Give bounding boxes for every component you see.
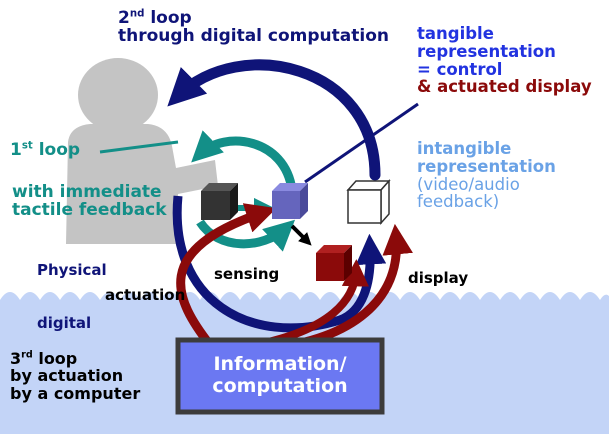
loop3-loop-word: loop — [38, 349, 78, 368]
sensing-label: sensing — [214, 265, 280, 283]
digital-label: digital — [37, 314, 92, 332]
loop3-label: 3rd loop by actuation by a computer — [10, 349, 141, 403]
actuation-arrow — [176, 203, 277, 348]
info-box-text: Information/ computation — [178, 340, 382, 412]
person-silhouette-icon — [66, 58, 218, 244]
tangible-line3: = control — [417, 59, 503, 79]
tangible-line2: representation — [417, 41, 556, 61]
immediate-label: with immediate tactile feedback — [12, 183, 167, 220]
loop3-line2: by actuation — [10, 366, 124, 386]
immediate-line2: tactile feedback — [12, 200, 167, 221]
physical-label: Physical — [37, 261, 107, 279]
tangible-line4: & actuated display — [417, 77, 592, 97]
loop1-pointer-line — [99, 140, 179, 154]
immediate-line1: with immediate — [12, 182, 162, 202]
loop1-upper-arrow — [191, 130, 297, 191]
info-line2: computation — [212, 375, 348, 397]
loop1-lower-arrow — [196, 219, 296, 252]
loop3-sup: rd — [21, 349, 33, 361]
purple-cube-icon — [272, 183, 308, 219]
loop2-label: 2nd loop through digital computation — [118, 8, 389, 47]
loop1-sup: st — [21, 140, 33, 152]
black-cube-icon — [201, 183, 238, 220]
display-label: display — [408, 269, 469, 287]
white-cube-icon — [346, 179, 391, 225]
loop1-label: 1st loop — [10, 140, 81, 160]
actuation-label: actuation — [105, 286, 186, 304]
intangible-label: intangible representation (video/audio f… — [417, 140, 556, 211]
loop3-line3: by a computer — [10, 383, 141, 403]
sensing-arrow — [290, 224, 312, 246]
intangible-line4: feedback) — [417, 192, 500, 212]
tangible-line1: tangible — [417, 24, 494, 43]
intangible-line1: intangible — [417, 139, 512, 158]
tangible-label: tangible representation = control & actu… — [417, 25, 592, 96]
loop2-line2: through digital computation — [118, 26, 389, 47]
loop2-arrow — [167, 59, 381, 181]
loop1-loop-word: loop — [38, 140, 81, 160]
tangible-pointer-line — [304, 102, 419, 184]
info-box — [175, 337, 385, 415]
intangible-line3: (video/audio — [417, 174, 520, 194]
info-line1: Information/ — [213, 353, 347, 376]
loop2-loop-word: loop — [150, 8, 192, 28]
loop2-sup: nd — [129, 8, 145, 20]
red-cube-icon — [316, 245, 352, 281]
intangible-line2: representation — [417, 156, 556, 176]
